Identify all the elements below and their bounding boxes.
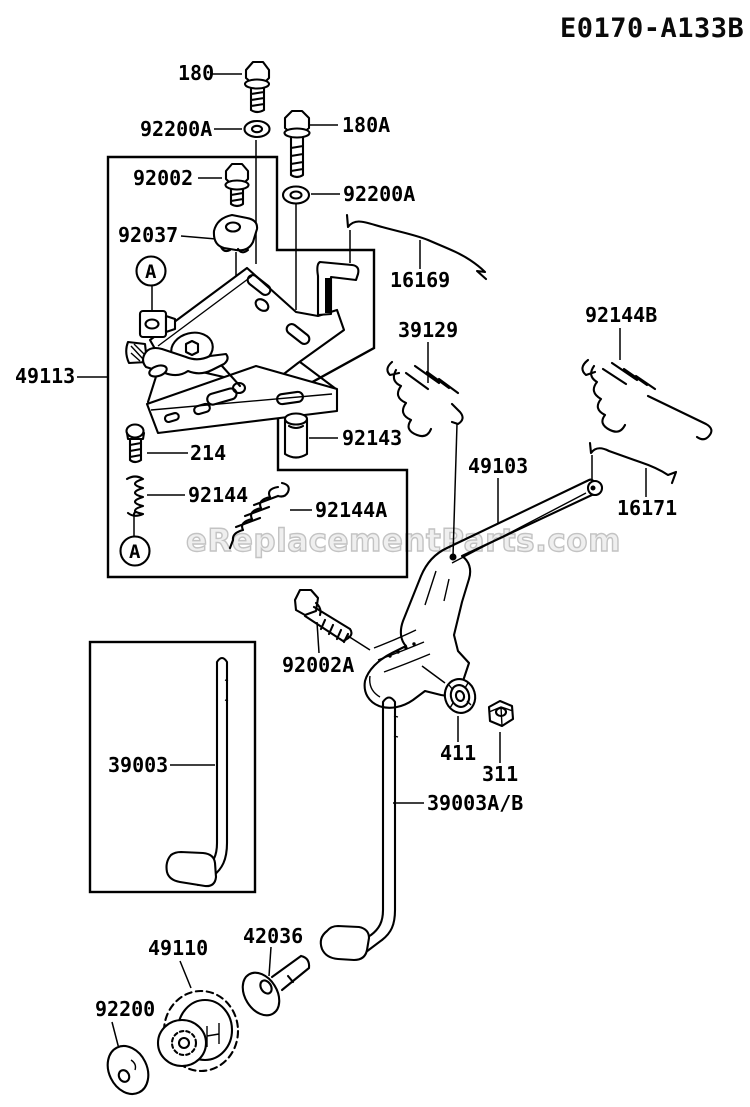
rod-39003 bbox=[165, 656, 229, 888]
gear-49110 bbox=[156, 989, 240, 1073]
part-label-92002: 92002 bbox=[133, 166, 193, 190]
bolt-180a bbox=[283, 109, 311, 179]
rod-16171 bbox=[588, 441, 678, 485]
part-label-311: 311 bbox=[482, 762, 518, 786]
bracket-plate-49113 bbox=[125, 260, 360, 435]
callout-a-bottom: A bbox=[119, 535, 151, 567]
bracket-92037 bbox=[212, 213, 259, 254]
part-label-39003ab: 39003A/B bbox=[427, 791, 523, 815]
rod-16169 bbox=[345, 213, 488, 281]
part-label-49110: 49110 bbox=[148, 936, 208, 960]
spring-39129 bbox=[386, 360, 464, 438]
nut-311 bbox=[487, 699, 515, 728]
part-label-16169: 16169 bbox=[390, 268, 450, 292]
part-label-411: 411 bbox=[440, 741, 476, 765]
part-label-42036: 42036 bbox=[243, 924, 303, 948]
part-label-16171: 16171 bbox=[617, 496, 677, 520]
part-label-49113: 49113 bbox=[15, 364, 75, 388]
assembly-box-39003 bbox=[88, 640, 257, 894]
screw-214 bbox=[125, 423, 146, 464]
part-label-180a: 180A bbox=[342, 113, 390, 137]
washer-92200a-lower bbox=[281, 185, 311, 205]
latch-assembly bbox=[125, 309, 242, 388]
part-label-92037: 92037 bbox=[118, 223, 178, 247]
part-label-92144: 92144 bbox=[188, 483, 248, 507]
part-label-92200a-2: 92200A bbox=[343, 182, 415, 206]
part-label-92143: 92143 bbox=[342, 426, 402, 450]
part-labels: 180 92200A 180A 92002 92200A 92037 16169… bbox=[15, 61, 677, 1021]
callout-a-top: A bbox=[135, 255, 167, 287]
watermark-text: eReplacementParts.com bbox=[186, 523, 621, 559]
part-label-92144b: 92144B bbox=[585, 303, 657, 327]
part-label-180: 180 bbox=[178, 61, 214, 85]
bolt-92002 bbox=[224, 162, 250, 208]
callout-letter-a-bottom: A bbox=[129, 541, 141, 563]
diagram-code-title: E0170-A133B bbox=[560, 13, 744, 44]
callout-letter-a-top: A bbox=[145, 261, 157, 283]
part-label-92144a: 92144A bbox=[315, 498, 387, 522]
washer-411 bbox=[443, 678, 477, 714]
leader-lines bbox=[77, 73, 647, 1050]
bolt-180 bbox=[243, 60, 271, 114]
part-label-92002a: 92002A bbox=[282, 653, 354, 677]
washer-92200a-upper bbox=[243, 119, 271, 139]
collar-92143 bbox=[283, 412, 309, 459]
part-label-92200: 92200 bbox=[95, 997, 155, 1021]
part-label-92200a-1: 92200A bbox=[140, 117, 212, 141]
screw-42036 bbox=[241, 954, 311, 1017]
part-label-214: 214 bbox=[190, 441, 226, 465]
lever-49103 bbox=[363, 478, 604, 709]
part-label-49103: 49103 bbox=[468, 454, 528, 478]
rod-39003ab bbox=[319, 696, 399, 962]
spring-92144a bbox=[228, 481, 290, 550]
spring-92144b bbox=[581, 358, 713, 441]
bolt-92002a bbox=[293, 588, 353, 644]
part-label-39129: 39129 bbox=[398, 318, 458, 342]
part-label-39003: 39003 bbox=[108, 753, 168, 777]
spring-92144 bbox=[125, 475, 145, 517]
washer-92200 bbox=[106, 1044, 150, 1096]
